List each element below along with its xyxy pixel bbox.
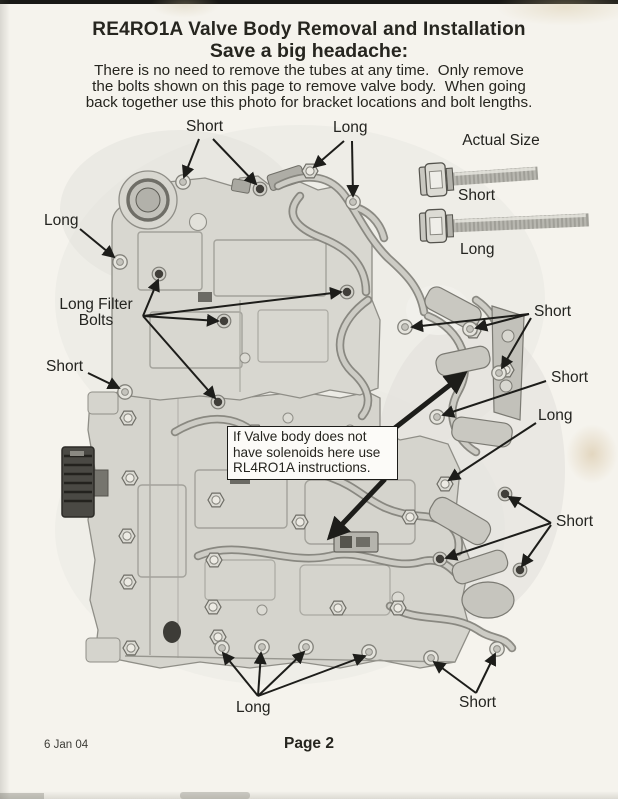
page-title: RE4RO1A Valve Body Removal and Installat… [92, 19, 526, 40]
intro-line: back together use this photo for bracket… [85, 94, 533, 112]
note-thick-arrows [326, 371, 468, 541]
scan-top-edge [0, 0, 618, 4]
page-subtitle: Save a big headache: [209, 40, 409, 62]
callout-top-short: Short [186, 118, 224, 135]
callout-line: Bolts [78, 311, 114, 329]
callout-right-long: Long [538, 407, 573, 424]
callout-left-short: Short [46, 358, 84, 375]
intro-line: the bolts shown on this page to remove v… [92, 78, 526, 96]
callout-right-short-c: Short [556, 513, 594, 530]
intro-paragraph: There is no need to remove the tubes at … [0, 62, 618, 112]
legend-long-label: Long [460, 241, 495, 258]
left-connector [61, 446, 109, 518]
legend-short-bolt [418, 162, 539, 198]
callout-line: Long Filter [59, 296, 133, 313]
intro-line: There is no need to remove the tubes at … [94, 62, 524, 79]
note-line: have solenoids here use [233, 444, 381, 460]
note-line: If Valve body does not [233, 429, 367, 444]
callout-right-short-b: Short [551, 369, 589, 386]
legend-short-label: Short [458, 187, 496, 204]
callout-top-long: Long [333, 119, 368, 136]
footer-date: 6 Jan 04 [44, 739, 89, 751]
callout-bottom-short: Short [459, 694, 497, 711]
callout-left-long: Long [44, 212, 79, 229]
note-line: RL4RO1A instructions. [233, 460, 371, 476]
upper-valve-plate [111, 165, 381, 401]
legend-long-bolt [418, 208, 590, 244]
callout-arrows [79, 138, 552, 697]
callout-right-short-a: Short [534, 303, 572, 320]
callout-bottom-long: Long [236, 699, 271, 716]
legend-title: Actual Size [462, 132, 540, 149]
solenoid-note-box: If Valve body does not have solenoids he… [227, 426, 398, 480]
footer-page-number: Page 2 [284, 735, 334, 752]
callout-long-filter-bolts: Long Filter Bolts [50, 297, 142, 328]
scan-left-shadow [0, 0, 10, 799]
